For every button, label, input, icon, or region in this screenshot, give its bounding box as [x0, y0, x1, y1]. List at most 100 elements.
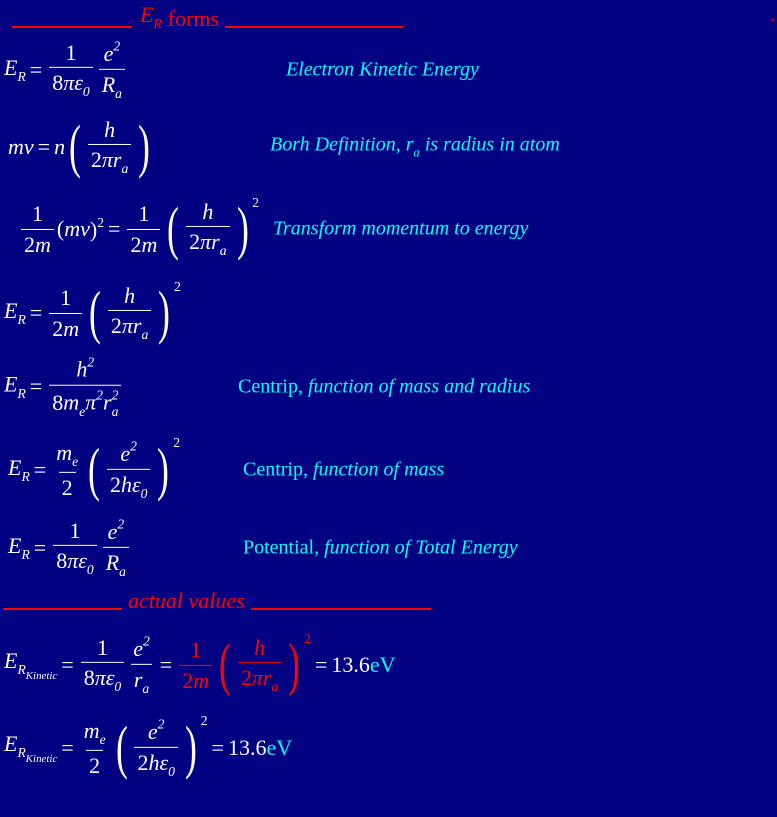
symbol: h: [104, 117, 115, 142]
operator: =: [108, 216, 121, 241]
symbol-text: h: [254, 634, 266, 660]
symbol-text: E: [4, 730, 18, 756]
equation-label: Centrip, function of mass and radius: [238, 376, 530, 399]
symbol-text: 1: [138, 201, 150, 227]
symbol: 2: [91, 147, 102, 172]
symbol: is radius in atom: [420, 134, 560, 156]
operator: =: [314, 652, 328, 677]
operator: =: [29, 57, 43, 82]
symbol-text: h: [202, 198, 214, 224]
symbol: Centrip,: [243, 459, 313, 481]
symbol: Ra: [102, 71, 122, 100]
subscript: RKinetic: [17, 745, 58, 766]
symbol-text: m: [141, 231, 158, 257]
symbol: h: [202, 199, 213, 224]
left-paren: (: [115, 714, 128, 781]
denominator: 2πra: [186, 226, 230, 259]
symbol-text: m: [56, 439, 73, 465]
symbol: πε0: [67, 548, 94, 577]
denominator: 2: [86, 749, 104, 778]
symbol: m: [193, 668, 209, 693]
symbol-text: 2: [240, 665, 252, 691]
symbol-text: Centrip,: [243, 458, 313, 481]
symbol-text: mv: [8, 134, 34, 159]
symbol-text: 1: [65, 39, 77, 65]
superscript: 2: [157, 716, 165, 732]
numerator: 1: [29, 201, 46, 228]
left-paren: (: [219, 631, 231, 698]
symbol-text: 2: [61, 474, 73, 500]
superscript: 2: [130, 438, 137, 454]
symbol: ra: [134, 666, 149, 695]
symbol-text: m: [193, 667, 210, 693]
symbol-text: e: [107, 519, 118, 545]
symbol: ER: [4, 298, 26, 328]
numerator: h: [251, 635, 268, 662]
symbol-text: πε: [63, 70, 83, 96]
symbol-text: function of mass and radius: [308, 375, 531, 398]
equation-label: Electron Kinetic Energy: [286, 59, 479, 82]
subscript: Kinetic: [25, 670, 58, 683]
symbol: Ra: [105, 549, 126, 578]
header-title: forms: [167, 6, 220, 32]
subscript: a: [111, 403, 119, 419]
symbol-text: Centrip,: [238, 375, 308, 398]
denominator: 8πε0: [49, 67, 93, 100]
symbol-text: R: [105, 549, 120, 575]
exponent: 2: [200, 712, 208, 728]
denominator: 2m: [21, 228, 54, 257]
symbol: h2: [76, 354, 95, 382]
denominator: 2πra: [237, 662, 282, 695]
section-header-forms: ER forms: [12, 2, 404, 32]
symbol: ER: [8, 533, 30, 563]
denominator: 2hε0: [134, 746, 178, 779]
symbol: function of Total Energy: [324, 537, 518, 559]
symbol-text: 1: [190, 637, 202, 663]
right-paren: ): [288, 631, 301, 698]
subscript: a: [413, 145, 420, 160]
symbol: 2: [182, 668, 193, 693]
symbol-text: r: [103, 389, 112, 415]
symbol: 2: [24, 232, 35, 257]
symbol-text: e: [103, 41, 114, 67]
superscript: 2: [117, 516, 125, 532]
subscript: R: [17, 312, 26, 328]
symbol: e2: [103, 38, 121, 67]
symbol-text: h: [76, 356, 88, 382]
operator: =: [61, 735, 74, 760]
divider: [12, 26, 132, 29]
symbol: e2: [107, 516, 125, 545]
numerator: 1: [66, 518, 83, 545]
equation-label: Potential, function of Total Energy: [243, 537, 518, 560]
numerator: e2: [130, 634, 153, 664]
symbol-text: E: [4, 371, 18, 397]
superscript: 2: [87, 354, 95, 370]
subscript: a: [142, 680, 150, 696]
symbol: ER: [8, 455, 30, 485]
right-paren: ): [236, 195, 249, 262]
symbol-text: Transform momentum to energy: [273, 217, 529, 240]
symbol-text: 1: [69, 517, 81, 543]
subscript: e: [99, 732, 106, 748]
divider: [225, 26, 404, 29]
symbol-text: π: [85, 389, 97, 415]
superscript: 2: [113, 38, 121, 54]
subscript: a: [115, 85, 122, 101]
symbol: me: [84, 718, 106, 747]
symbol: m: [63, 316, 79, 341]
denominator: 2m: [127, 228, 161, 257]
subscript: R: [17, 386, 26, 402]
subscript: R: [17, 69, 26, 85]
symbol-text: function of Total Energy: [324, 536, 518, 559]
symbol-text: 1: [96, 634, 108, 660]
symbol-text: hε: [148, 749, 169, 775]
numerator: me: [53, 440, 81, 472]
